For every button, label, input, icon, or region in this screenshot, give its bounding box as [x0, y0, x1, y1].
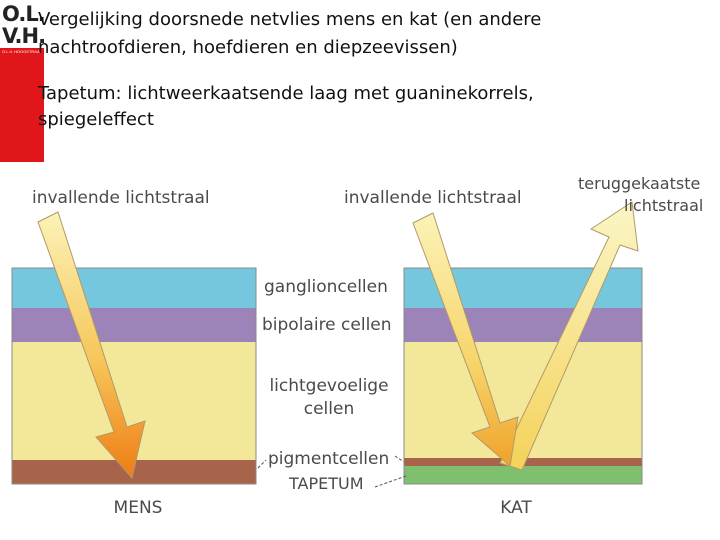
tapetum-pointer	[375, 476, 406, 487]
reflected-label-line2: lichtstraal	[624, 196, 703, 215]
kat-bipolar-layer	[404, 308, 642, 342]
kat-label: KAT	[500, 498, 532, 518]
kat-incoming-label: invallende lichtstraal	[344, 188, 522, 208]
mens-bipolar-layer	[12, 308, 256, 342]
pigment-pointer-right	[395, 456, 404, 462]
tapetum-label: TAPETUM	[288, 474, 364, 493]
photoreceptor-label-line2: cellen	[304, 399, 355, 419]
pigment-pointer-left	[258, 460, 266, 468]
reflected-label-line1: teruggekaatste	[578, 174, 700, 193]
mens-incoming-label: invallende lichtstraal	[32, 188, 210, 208]
bipolar-label: bipolaire cellen	[262, 315, 392, 335]
mens-ganglion-layer	[12, 268, 256, 308]
photoreceptor-label-line1: lichtgevoelige	[269, 376, 388, 396]
mens-label: MENS	[114, 498, 163, 518]
pigment-label: pigmentcellen	[268, 449, 389, 469]
ganglion-label: ganglioncellen	[264, 277, 388, 297]
